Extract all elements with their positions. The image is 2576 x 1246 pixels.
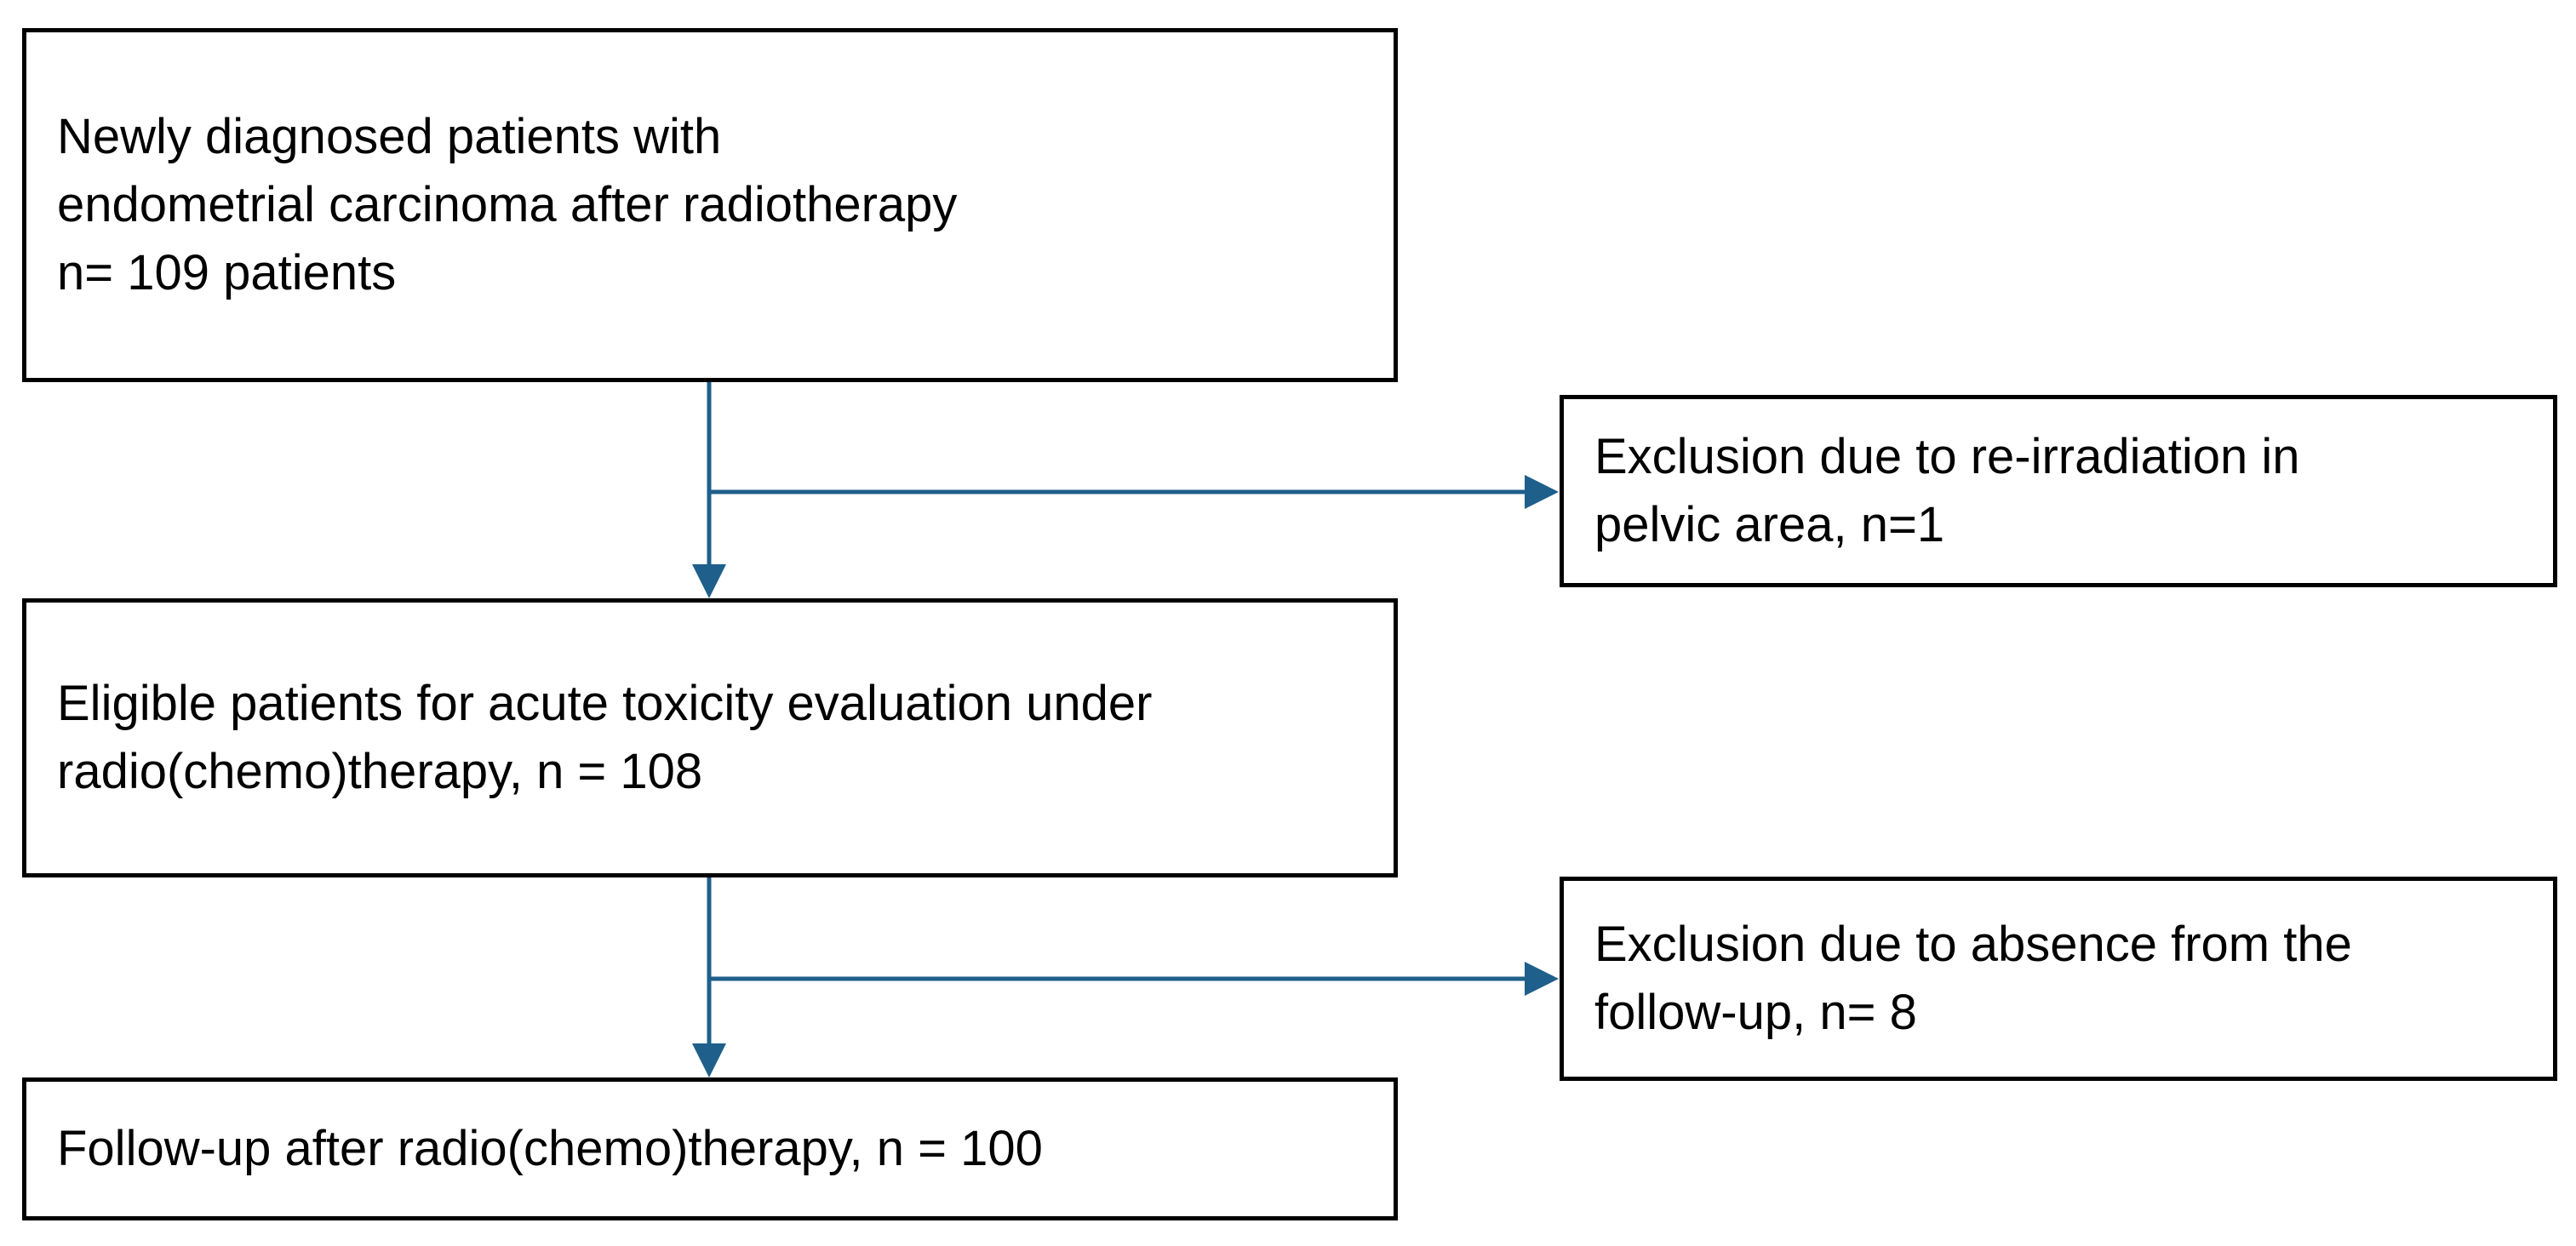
box-exclusion-absence-text: Exclusion due to absence from the follow…	[1594, 917, 2352, 1040]
box-newly-diagnosed: Newly diagnosed patients with endometria…	[22, 28, 1398, 382]
box-exclusion-reirradiation: Exclusion due to re-irradiation in pelvi…	[1560, 395, 2557, 587]
box-exclusion-absence: Exclusion due to absence from the follow…	[1560, 877, 2557, 1081]
box-newly-diagnosed-text: Newly diagnosed patients with endometria…	[57, 109, 958, 300]
box-eligible-patients-text: Eligible patients for acute toxicity eva…	[57, 676, 1153, 799]
box-follow-up: Follow-up after radio(chemo)therapy, n =…	[22, 1077, 1398, 1220]
box-exclusion-reirradiation-text: Exclusion due to re-irradiation in pelvi…	[1594, 429, 2300, 552]
box-eligible-patients: Eligible patients for acute toxicity eva…	[22, 598, 1398, 877]
box-follow-up-text: Follow-up after radio(chemo)therapy, n =…	[57, 1121, 1043, 1176]
